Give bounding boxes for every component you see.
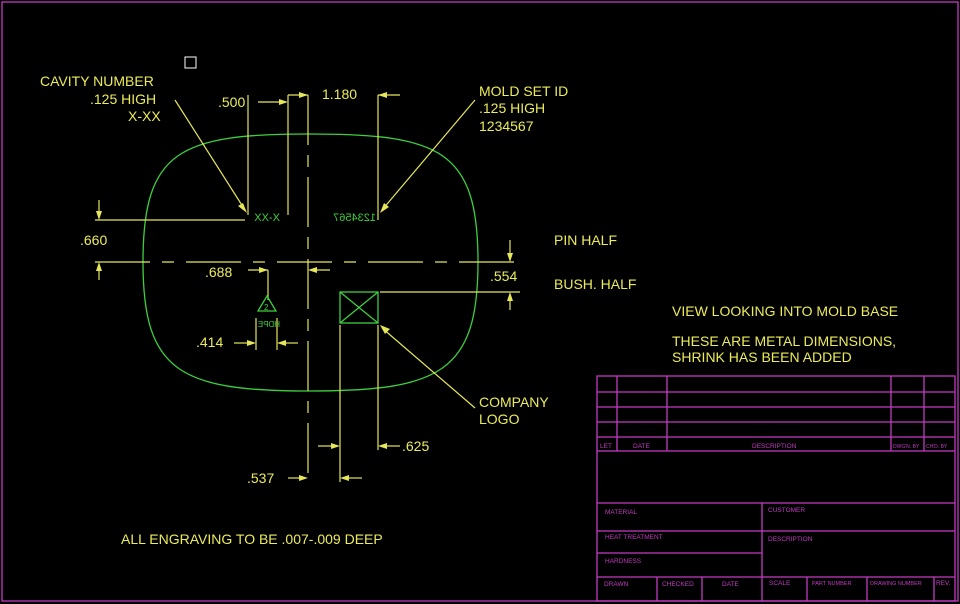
scale-label: SCALE xyxy=(769,580,791,587)
selection-box-icon[interactable] xyxy=(184,56,197,69)
rev-checked-by-header: CH'D. BY xyxy=(926,444,948,450)
mold-height-label: .125 HIGH xyxy=(479,100,545,116)
drawn-label: DRAWN xyxy=(604,581,629,588)
rev-drawn-by-header: DWG'N. BY xyxy=(893,444,920,450)
rev-description-header: DESCRIPTION xyxy=(752,443,797,450)
recycle-text: HDPE xyxy=(258,320,280,329)
rev-label: REV. xyxy=(936,580,951,587)
dim-688: .688 xyxy=(205,264,232,280)
dim-625: .625 xyxy=(402,438,429,454)
bush-half-label: BUSH. HALF xyxy=(554,276,636,292)
description-label: DESCRIPTION xyxy=(768,536,813,543)
hardness-label: HARDNESS xyxy=(605,558,642,565)
dim-660: .660 xyxy=(80,232,107,248)
cavity-format-label: X-XX xyxy=(128,108,161,124)
mold-id-value: 1234567 xyxy=(479,118,534,134)
dim-500: .500 xyxy=(218,94,245,110)
part-number-label: PART NUMBER xyxy=(812,581,851,587)
view-note: VIEW LOOKING INTO MOLD BASE xyxy=(672,303,898,319)
engraved-cavity-number: X-XX xyxy=(254,212,280,224)
dim-414: .414 xyxy=(196,334,223,350)
metal-note-line2: SHRINK HAS BEEN ADDED xyxy=(672,349,852,365)
recycle-number: 2 xyxy=(264,303,269,312)
recycle-hdpe-icon: 2 HDPE xyxy=(256,294,280,329)
cavity-height-label: .125 HIGH xyxy=(90,91,156,107)
dim-554: .554 xyxy=(490,268,517,284)
title-block: LET DATE DESCRIPTION DWG'N. BY CH'D. BY … xyxy=(596,375,956,602)
company-label: COMPANY xyxy=(479,394,549,410)
engraved-mold-id: 1234567 xyxy=(333,212,376,224)
pin-half-label: PIN HALF xyxy=(554,232,617,248)
checked-label: CHECKED xyxy=(662,581,694,588)
company-logo-box xyxy=(339,291,379,324)
heat-treatment-label: HEAT TREATMENT xyxy=(605,534,663,541)
drawing-number-label: DRAWING NUMBER xyxy=(870,581,922,587)
rev-let-header: LET xyxy=(600,443,612,450)
metal-note-line1: THESE ARE METAL DIMENSIONS, xyxy=(672,333,896,349)
engraving-note: ALL ENGRAVING TO BE .007-.009 DEEP xyxy=(121,531,383,547)
dim-537: .537 xyxy=(247,470,274,486)
date-label: DATE xyxy=(722,581,740,588)
dim-1180: 1.180 xyxy=(322,86,357,102)
logo-label: LOGO xyxy=(479,411,520,427)
dimension-lines xyxy=(95,92,520,482)
customer-label: CUSTOMER xyxy=(768,507,805,514)
part-outline xyxy=(142,133,479,392)
rev-date-header: DATE xyxy=(633,443,651,450)
mold-set-id-label: MOLD SET ID xyxy=(479,83,568,99)
material-label: MATERIAL xyxy=(605,509,637,516)
cavity-number-label: CAVITY NUMBER xyxy=(40,73,154,89)
